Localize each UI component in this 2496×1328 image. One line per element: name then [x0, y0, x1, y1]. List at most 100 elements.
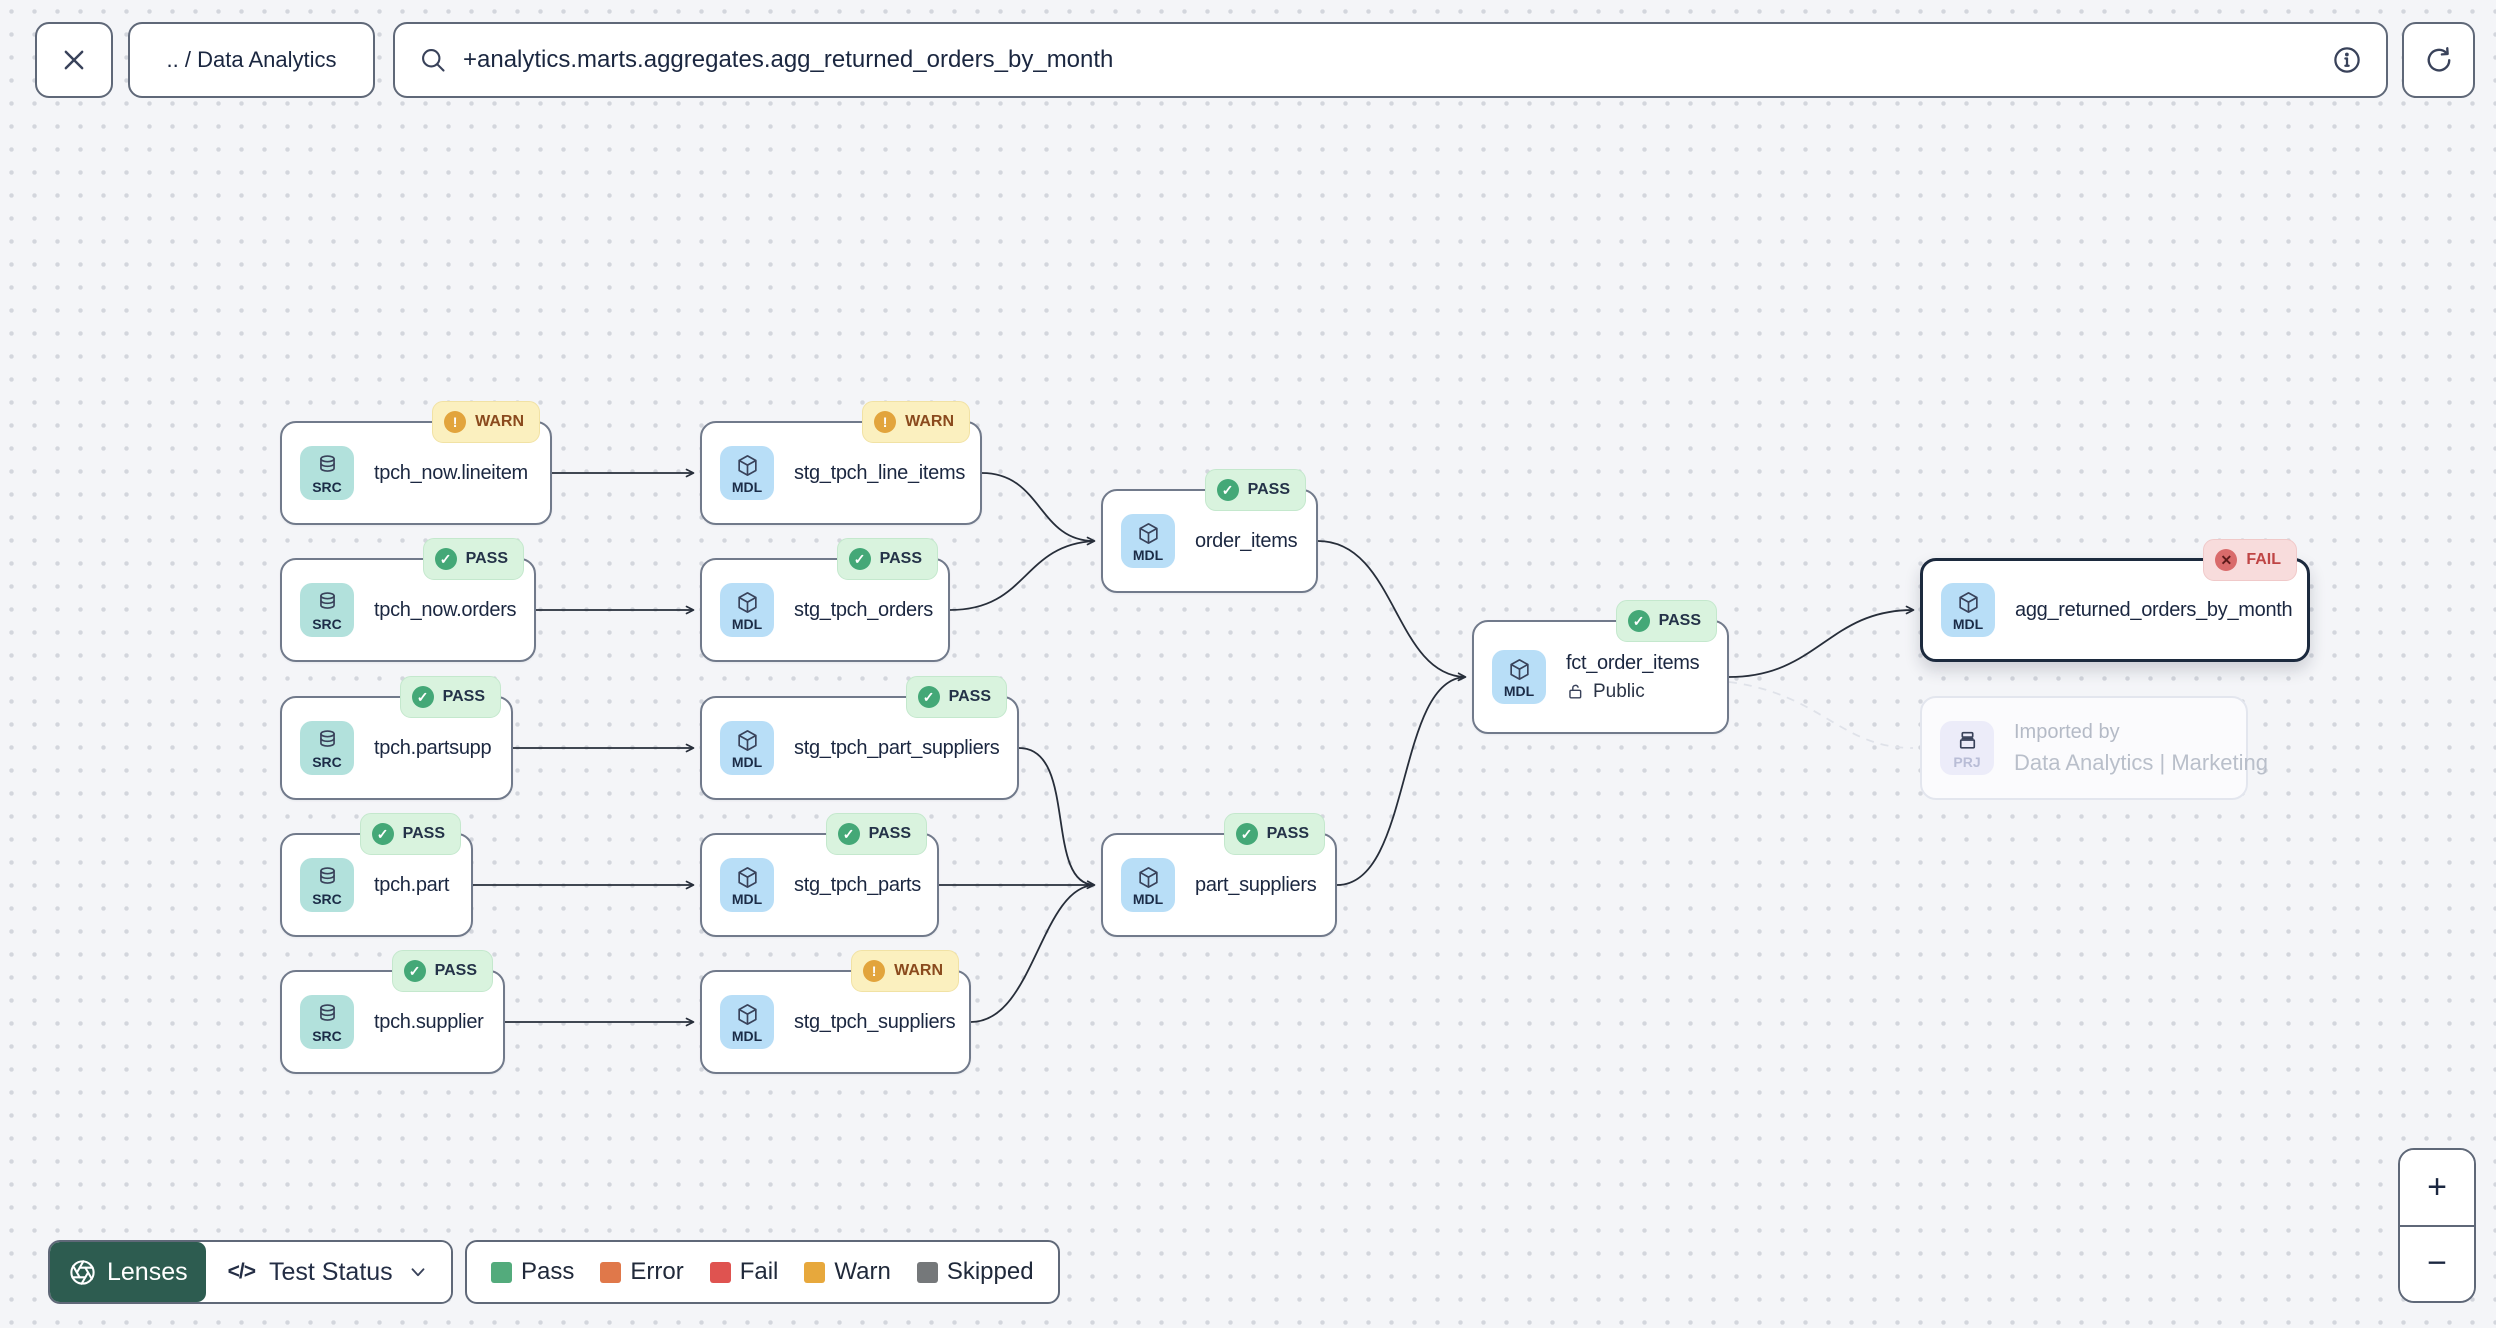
database-icon: [319, 591, 335, 609]
breadcrumb[interactable]: .. / Data Analytics: [128, 22, 375, 98]
node-stg-tpch-orders[interactable]: MDL stg_tpch_orders ✓PASS: [700, 538, 950, 662]
status-badge: ✓PASS: [359, 813, 461, 855]
chip-label: SRC: [312, 890, 342, 907]
chip-label: MDL: [1132, 546, 1164, 563]
chip-label: SRC: [312, 1027, 342, 1044]
chip-label: MDL: [731, 615, 763, 632]
node-label: order_items: [1195, 529, 1298, 552]
pass-swatch: [491, 1261, 512, 1283]
node-label: tpch.supplier: [374, 1010, 484, 1033]
search-icon: [422, 49, 445, 72]
edge-cross-project: [1728, 681, 1914, 749]
edge: [970, 884, 1095, 1023]
chip-label: SRC: [312, 478, 342, 495]
node-tpch-part[interactable]: SRC tpch.part ✓PASS: [280, 813, 473, 937]
plus-icon: +: [2427, 1167, 2447, 1206]
node-tpch-supplier[interactable]: SRC tpch.supplier ✓PASS: [280, 950, 505, 1074]
status-badge: ✓PASS: [1223, 813, 1325, 855]
node-part-suppliers[interactable]: MDL part_suppliers ✓PASS: [1101, 813, 1337, 937]
status-badge: ✓PASS: [905, 676, 1007, 718]
node-fct-order-items[interactable]: MDL fct_order_items Public ✓PASS: [1472, 600, 1729, 734]
status-badge: ✓PASS: [1615, 600, 1717, 642]
lens-control: Lenses </> Test Status: [48, 1240, 453, 1304]
model-type-chip: MDL: [1941, 583, 1995, 637]
node-label: stg_tpch_parts: [794, 873, 921, 896]
node-tpch-now-orders[interactable]: SRC tpch_now.orders ✓PASS: [280, 538, 536, 662]
status-badge: ✓PASS: [391, 950, 493, 992]
test-status-legend: Pass Error Fail Warn Skipped: [465, 1240, 1060, 1304]
cube-icon: [1138, 866, 1158, 888]
chip-label: MDL: [1503, 682, 1535, 699]
node-stg-tpch-part-suppliers[interactable]: MDL stg_tpch_part_suppliers ✓PASS: [700, 676, 1019, 800]
edge: [1018, 747, 1096, 890]
lens-selected-label: Test Status: [269, 1257, 393, 1286]
source-type-chip: SRC: [300, 995, 354, 1049]
warn-icon: !: [444, 411, 467, 433]
node-label: stg_tpch_orders: [794, 598, 933, 621]
node-label: stg_tpch_line_items: [794, 461, 966, 484]
node-label: stg_tpch_part_suppliers: [794, 736, 1000, 759]
chevron-down-icon: [411, 1268, 425, 1277]
status-badge: ✓PASS: [1204, 469, 1306, 511]
chip-label: MDL: [731, 1027, 763, 1044]
lenses-label: Lenses: [107, 1257, 188, 1286]
model-type-chip: MDL: [720, 446, 774, 500]
status-badge: ✓PASS: [825, 813, 927, 855]
node-stg-tpch-parts[interactable]: MDL stg_tpch_parts ✓PASS: [700, 813, 939, 937]
model-type-chip: MDL: [720, 995, 774, 1049]
warn-icon: !: [863, 960, 886, 982]
status-badge: !WARN: [432, 401, 540, 443]
model-type-chip: MDL: [1121, 858, 1175, 912]
fail-swatch: [709, 1261, 731, 1283]
source-type-chip: SRC: [300, 583, 354, 637]
node-tpch-now-lineitem[interactable]: SRC tpch_now.lineitem !WARN: [280, 401, 552, 525]
legend-item-pass: Pass: [491, 1258, 574, 1286]
node-agg-returned-orders-by-month[interactable]: MDL agg_returned_orders_by_month ✕FAIL: [1920, 539, 2310, 662]
chip-label: MDL: [1132, 890, 1164, 907]
node-label: tpch_now.orders: [374, 598, 517, 621]
check-icon: ✓: [1235, 823, 1258, 845]
source-type-chip: SRC: [300, 858, 354, 912]
edge: [949, 540, 1095, 611]
skipped-swatch: [916, 1261, 938, 1283]
chip-label: PRJ: [1953, 753, 1981, 770]
imported-by-title: Imported by: [2014, 720, 2120, 743]
zoom-control: + −: [2398, 1148, 2476, 1303]
edge: [981, 472, 1096, 546]
check-icon: ✓: [371, 823, 394, 845]
zoom-out-button[interactable]: −: [2400, 1226, 2474, 1301]
warn-swatch: [804, 1261, 826, 1283]
info-icon[interactable]: [2332, 45, 2362, 75]
cube-icon: [737, 1003, 757, 1025]
database-icon: [319, 1003, 335, 1021]
database-icon: [319, 454, 335, 472]
lens-selector-dropdown[interactable]: </> Test Status: [205, 1242, 451, 1302]
search-input[interactable]: +analytics.marts.aggregates.agg_returned…: [393, 22, 2388, 98]
database-icon: [319, 729, 335, 747]
model-type-chip: MDL: [720, 721, 774, 775]
refresh-icon: [2427, 47, 2450, 72]
lenses-button[interactable]: Lenses: [50, 1242, 206, 1302]
legend-item-skipped: Skipped: [916, 1258, 1034, 1286]
zoom-in-button[interactable]: +: [2400, 1150, 2474, 1227]
cube-icon: [737, 454, 757, 476]
node-order-items[interactable]: MDL order_items ✓PASS: [1101, 469, 1318, 593]
code-icon: </>: [227, 1260, 256, 1283]
node-imported-by-project[interactable]: PRJ Imported by Data Analytics | Marketi…: [1920, 696, 2268, 800]
model-type-chip: MDL: [720, 858, 774, 912]
node-label: part_suppliers: [1195, 873, 1317, 896]
cube-icon: [737, 591, 757, 613]
breadcrumb-label: .. / Data Analytics: [166, 47, 337, 72]
refresh-button[interactable]: [2402, 22, 2475, 98]
chip-label: MDL: [731, 890, 763, 907]
node-tpch-partsupp[interactable]: SRC tpch.partsupp ✓PASS: [280, 676, 513, 800]
fail-icon: ✕: [2215, 549, 2238, 571]
node-stg-tpch-line-items[interactable]: MDL stg_tpch_line_items !WARN: [700, 401, 982, 525]
model-type-chip: MDL: [720, 583, 774, 637]
edge: [1336, 676, 1466, 886]
node-label: tpch_now.lineitem: [374, 461, 528, 484]
close-button[interactable]: [35, 22, 113, 98]
node-stg-tpch-suppliers[interactable]: MDL stg_tpch_suppliers !WARN: [700, 950, 971, 1074]
check-icon: ✓: [403, 960, 426, 982]
